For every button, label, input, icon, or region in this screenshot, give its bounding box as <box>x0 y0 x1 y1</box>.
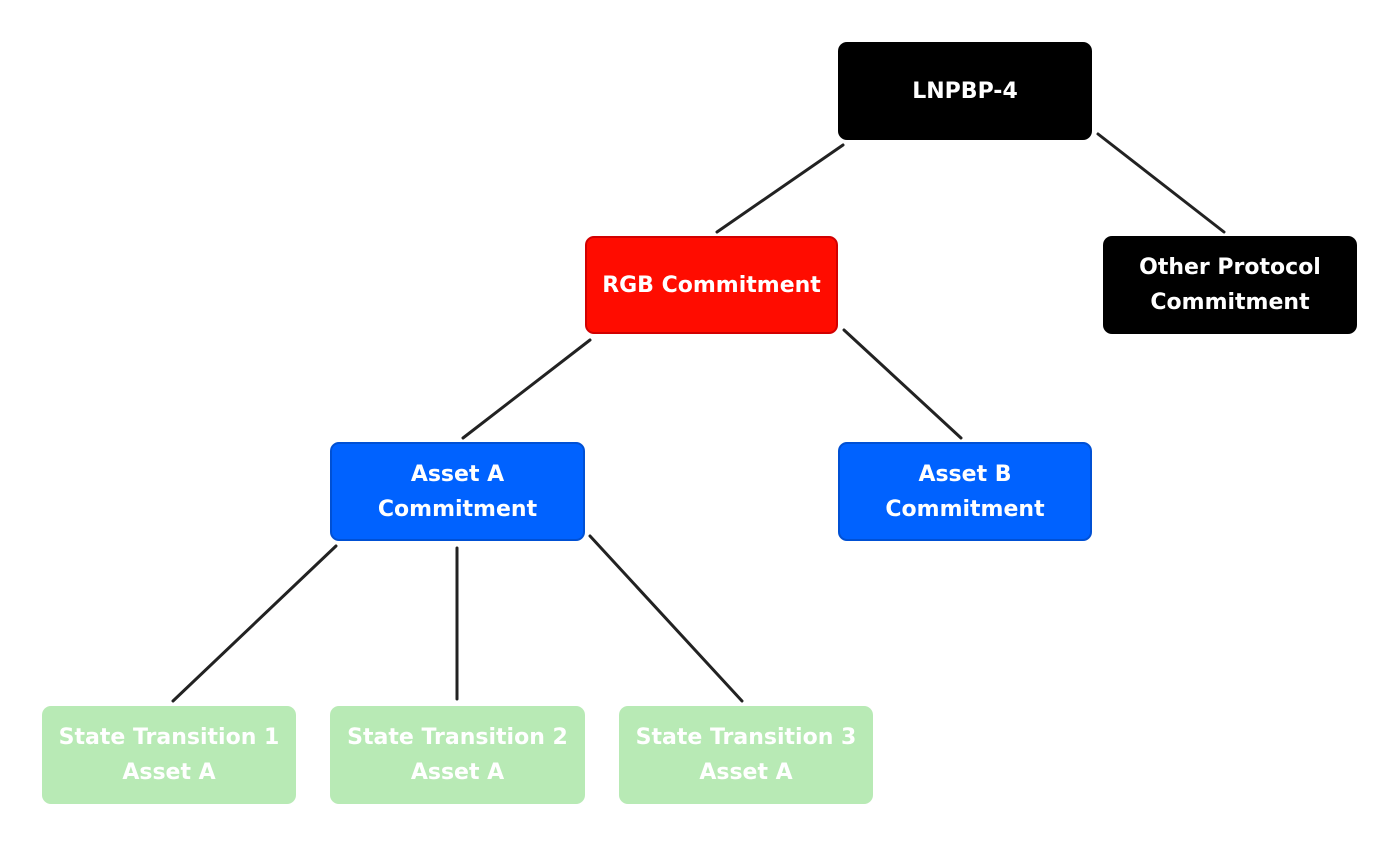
lnpbp4-label: LNPBP-4 <box>912 78 1018 104</box>
state-transition-1-label: State Transition 1 Asset A <box>58 725 280 785</box>
other-protocol-commitment-label: Other Protocol Commitment <box>1139 255 1321 315</box>
edge-rgb-to-asset-a <box>461 338 592 440</box>
state-transition-3-node: State Transition 3 Asset A <box>619 706 873 804</box>
rgb-commitment-node: RGB Commitment <box>585 236 838 334</box>
edge-asset-a-to-st1 <box>171 544 338 703</box>
state-transition-3-label: State Transition 3 Asset A <box>635 725 857 785</box>
edge-lnpbp4-to-other <box>1096 132 1226 234</box>
edge-lnpbp4-to-rgb <box>715 143 845 234</box>
edge-asset-a-to-st3 <box>588 534 744 703</box>
state-transition-2-node: State Transition 2 Asset A <box>330 706 585 804</box>
state-transition-2-label: State Transition 2 Asset A <box>347 725 568 785</box>
asset-a-commitment-node: Asset A Commitment <box>330 442 585 541</box>
lnpbp4-node: LNPBP-4 <box>838 42 1092 140</box>
asset-b-commitment-node: Asset B Commitment <box>838 442 1092 541</box>
asset-b-commitment-label: Asset B Commitment <box>885 461 1045 522</box>
asset-a-commitment-label: Asset A Commitment <box>377 461 538 522</box>
state-transition-1-node: State Transition 1 Asset A <box>42 706 296 804</box>
rgb-commitment-label: RGB Commitment <box>602 272 821 298</box>
other-protocol-commitment-node: Other Protocol Commitment <box>1103 236 1357 334</box>
edge-rgb-to-asset-b <box>842 328 963 440</box>
